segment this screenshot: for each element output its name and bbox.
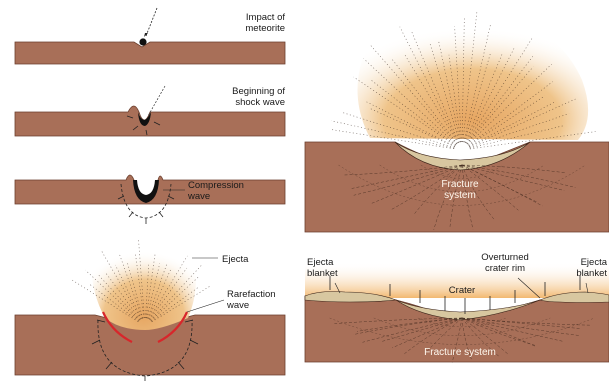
panel-shock: Beginning ofshock wave: [15, 86, 285, 136]
meteorite-icon: [139, 38, 146, 45]
ejecta-plume: [92, 237, 196, 330]
label-ejecta-blanket-left: Ejectablanket: [307, 257, 338, 279]
panel-impact: Impact ofmeteorite: [15, 8, 285, 64]
trajectory-arrow: [148, 86, 165, 116]
panel-compression: Compressionwave: [15, 175, 285, 224]
label-impact: Impact ofmeteorite: [245, 12, 285, 34]
ground-surface: [15, 106, 285, 136]
label-ejecta-blanket-right: Ejectablanket: [576, 257, 607, 279]
trajectory-arrow: [146, 8, 157, 36]
label-crater: Crater: [449, 285, 475, 296]
panel-excavation: Fracturesystem: [305, 7, 609, 232]
label-ejecta: Ejecta: [222, 254, 249, 265]
ejecta-plume: [358, 7, 589, 140]
label-overturned-rim: Overturnedcrater rim: [481, 252, 529, 274]
ground-surface: [15, 42, 285, 64]
arrow-head: [144, 33, 148, 37]
panel-ejecta: Ejecta Rarefactionwave: [15, 237, 285, 381]
panel-final-crater: Ejectablanket Overturnedcrater rim Crate…: [305, 252, 609, 363]
label-fracture-system: Fracturesystem: [441, 179, 479, 201]
label-rarefaction: Rarefactionwave: [226, 289, 276, 311]
label-fracture-system-bottom: Fracture system: [424, 347, 496, 358]
label-shock: Beginning ofshock wave: [232, 86, 285, 108]
